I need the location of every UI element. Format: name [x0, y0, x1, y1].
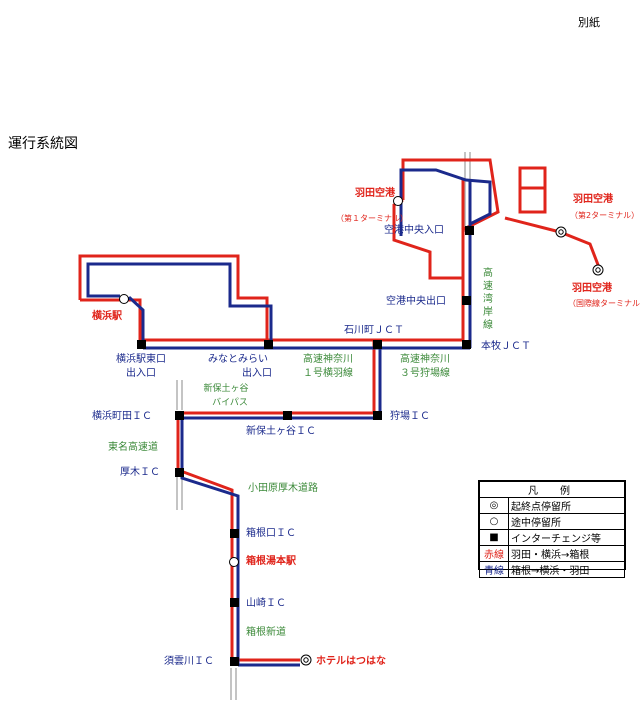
legend: 凡 例 ◎ 起終点停留所 ○ 途中停留所 ■ インターチェンジ等 赤線 羽田・横… [478, 480, 626, 578]
label-shinhodogaya: 新保土ヶ谷ＩＣ [246, 426, 316, 437]
label-odawara-atsugi: 小田原厚木道路 [248, 483, 318, 494]
label-atsugi: 厚木ＩＣ [120, 467, 160, 478]
label-hakoneguchi: 箱根口ＩＣ [246, 528, 296, 539]
label-airport-center-in: 空港中央入口 [384, 225, 444, 236]
label-k3-line2: ３号狩場線 [400, 368, 450, 379]
ic-yokohama-machida [175, 411, 184, 420]
red-route [78, 158, 602, 662]
ic-ishikawacho [373, 340, 382, 349]
haneda-t2-name: 羽田空港 [573, 194, 613, 205]
label-yokohama-east-2: 出入口 [126, 368, 156, 379]
legend-red-line: 赤線 [479, 545, 509, 562]
ic-yamazaki [230, 598, 239, 607]
label-yokohama-east-1: 横浜駅東口 [116, 354, 166, 365]
yokohama-station-name: 横浜駅 [92, 311, 122, 322]
label-ishikawacho: 石川町ＪＣＴ [344, 325, 404, 336]
label-yokohama-machida: 横浜町田ＩＣ [92, 411, 152, 422]
interchange-markers [137, 226, 474, 666]
legend-label: 羽田・横浜→箱根 [508, 545, 625, 562]
legend-row: ■ インターチェンジ等 [479, 529, 625, 546]
ic-shinhodogaya [283, 411, 292, 420]
ic-kariba [373, 411, 382, 420]
haneda-t2-sub: （第2ターミナル） [570, 211, 640, 220]
stop-hakone-yumoto [229, 557, 239, 567]
stop-yokohama-station [119, 294, 129, 304]
legend-blue-line: 青線 [479, 561, 509, 578]
page-title: 運行系統図 [8, 136, 78, 152]
ic-yokohama-east [137, 340, 146, 349]
ic-minatomirai [264, 340, 273, 349]
haneda-intl-sub: （国際線ターミナル） [568, 299, 640, 308]
legend-label: インターチェンジ等 [508, 529, 625, 546]
legend-row: ◎ 起終点停留所 [479, 497, 625, 514]
legend-label: 起終点停留所 [508, 497, 625, 514]
legend-label: 箱根→横浜・羽田 [508, 561, 625, 578]
ic-airport-center-in [465, 226, 474, 235]
label-tomei: 東名高速道 [108, 442, 158, 453]
legend-row: 青線 箱根→横浜・羽田 [479, 561, 625, 578]
label-k3-line1: 高速神奈川 [400, 354, 450, 365]
label-honmoku: 本牧ＪＣＴ [481, 341, 531, 352]
blue-route [86, 168, 492, 667]
legend-stop-icon: ○ [479, 513, 509, 530]
ic-hakoneguchi [230, 529, 239, 538]
legend-interchange-icon: ■ [479, 529, 509, 546]
label-minatomirai-1: みなとみらい [208, 354, 268, 365]
legend-row: 赤線 羽田・横浜→箱根 [479, 545, 625, 562]
legend-label: 途中停留所 [508, 513, 625, 530]
label-sugumogawa: 須雲川ＩＣ [164, 656, 214, 667]
label-bayshore: 高速湾岸線 [483, 268, 493, 331]
label-hakone-shindo: 箱根新道 [246, 627, 286, 638]
ic-airport-center-out [462, 296, 471, 305]
haneda-t1-sub: （第１ターミナル） [336, 214, 408, 223]
legend-row: ○ 途中停留所 [479, 513, 625, 530]
label-bypass-line2: バイパス [212, 398, 248, 408]
stop-haneda-t1 [393, 196, 403, 206]
attachment-label: 別紙 [578, 16, 600, 29]
label-yamazaki: 山崎ＩＣ [246, 598, 286, 609]
label-bypass-line1: 新保土ヶ谷 [203, 384, 249, 394]
ic-atsugi [175, 468, 184, 477]
label-kariba: 狩場ＩＣ [390, 411, 430, 422]
hotel-hatsuhana-name: ホテルはつはな [316, 656, 386, 667]
haneda-intl-name: 羽田空港 [572, 283, 612, 294]
ic-honmoku [462, 340, 471, 349]
label-minatomirai-2: 出入口 [242, 368, 272, 379]
label-k1-line1: 高速神奈川 [303, 354, 353, 365]
legend-terminal-icon: ◎ [479, 497, 509, 514]
label-k1-line2: １号横羽線 [303, 368, 353, 379]
stop-markers [119, 196, 604, 666]
legend-title: 凡 例 [479, 481, 625, 498]
haneda-t1-name: 羽田空港 [355, 188, 395, 199]
ic-sugumogawa [230, 657, 239, 666]
label-airport-center-out: 空港中央出口 [386, 296, 446, 307]
hakone-yumoto-name: 箱根湯本駅 [246, 556, 296, 567]
